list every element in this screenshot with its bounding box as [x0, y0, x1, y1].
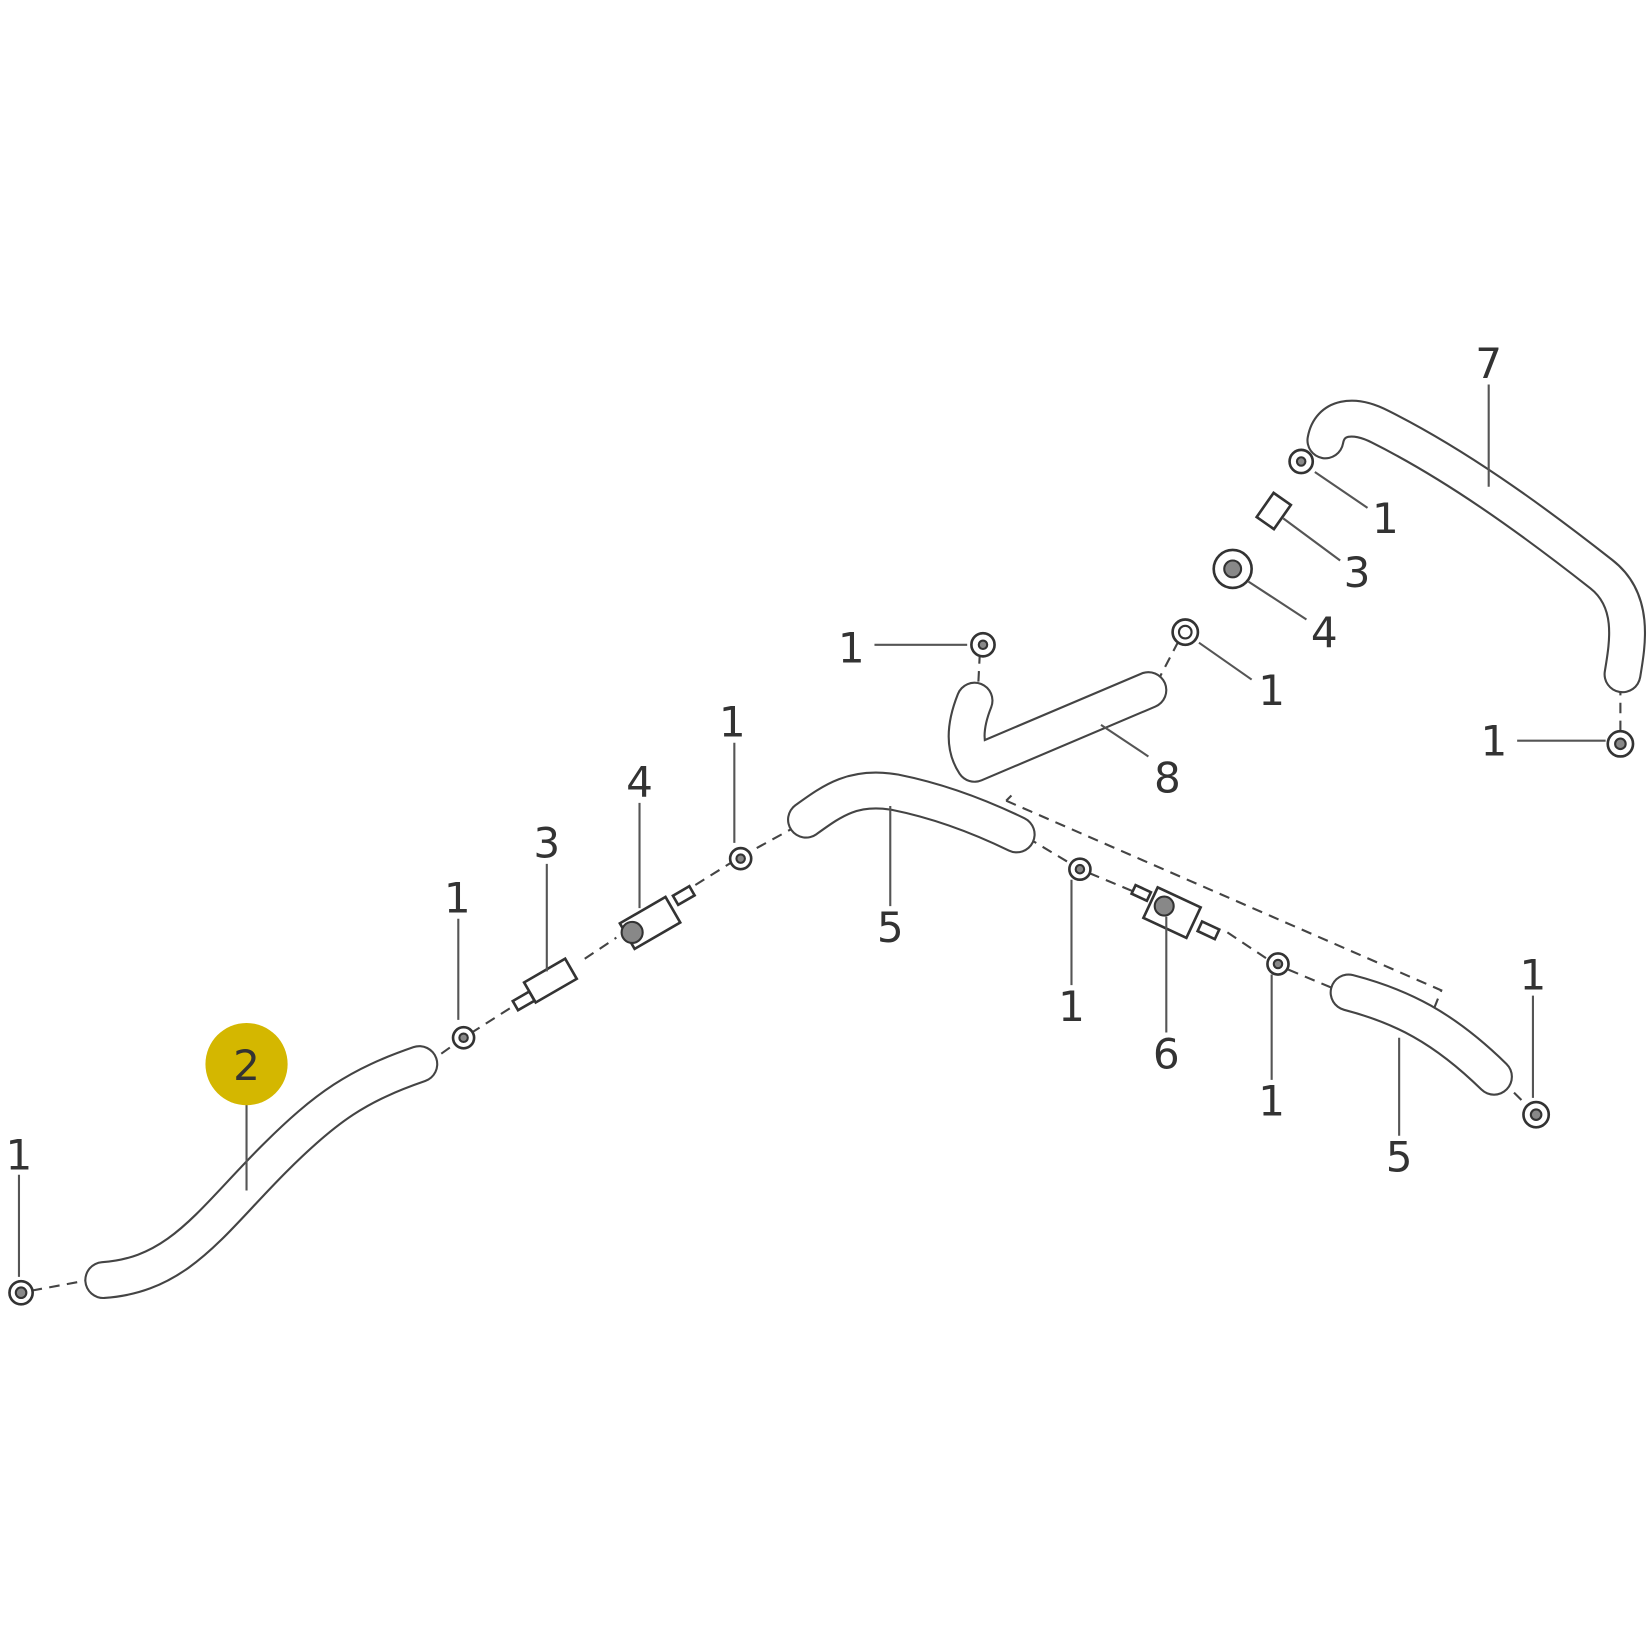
callout-1[interactable]: 1 [1258, 666, 1285, 715]
callout-1[interactable]: 1 [1520, 950, 1547, 999]
hose-5-lower[interactable] [1329, 973, 1513, 1096]
callout-7[interactable]: 7 [1475, 339, 1502, 388]
clamp-icon[interactable] [1606, 729, 1635, 758]
connector-3-lower[interactable] [510, 956, 579, 1012]
callout-5[interactable]: 5 [877, 903, 904, 952]
callout-2[interactable]: 2 [233, 1041, 260, 1090]
clamp-icon[interactable] [1266, 952, 1290, 976]
clamp-icon[interactable] [970, 631, 996, 658]
valve-6[interactable] [1129, 883, 1222, 941]
callout-1[interactable]: 1 [1372, 494, 1399, 543]
clamp-icon[interactable] [451, 1025, 476, 1050]
hose-8[interactable] [947, 671, 1168, 783]
clamp-icon[interactable] [728, 846, 753, 871]
clamp-icon[interactable] [1288, 448, 1315, 475]
clamp-icon[interactable] [1522, 1100, 1551, 1129]
hose-2[interactable] [84, 1045, 439, 1300]
clamp-icon[interactable] [8, 1279, 34, 1306]
leader-lines [17, 384, 1606, 1277]
callout-1[interactable]: 1 [6, 1130, 33, 1179]
connector-3-upper[interactable] [1254, 491, 1293, 531]
clamp-icon[interactable] [1068, 857, 1092, 882]
hose-5-upper[interactable] [787, 771, 1036, 854]
callout-4[interactable]: 4 [626, 758, 653, 807]
callout-4[interactable]: 4 [1311, 608, 1338, 657]
callout-1[interactable]: 1 [444, 873, 471, 922]
callout-3[interactable]: 3 [533, 819, 560, 868]
valve-4-upper[interactable] [1212, 548, 1253, 590]
highlight-circle [205, 1023, 288, 1106]
hose-7[interactable] [1306, 399, 1646, 694]
callout-6[interactable]: 6 [1153, 1029, 1180, 1078]
callout-1[interactable]: 1 [719, 697, 746, 746]
callout-1[interactable]: 1 [838, 624, 865, 673]
callout-3[interactable]: 3 [1344, 548, 1371, 597]
callout-5[interactable]: 5 [1386, 1133, 1413, 1182]
callout-8[interactable]: 8 [1154, 753, 1181, 802]
callout-1[interactable]: 1 [1058, 982, 1085, 1031]
clamp-icon[interactable] [1171, 618, 1200, 647]
callouts: 1 2 1 3 4 1 5 1 6 1 5 1 1 1 8 1 7 1 3 4 [6, 339, 1547, 1181]
valve-4-lower[interactable] [618, 884, 697, 951]
callout-1[interactable]: 1 [1481, 716, 1508, 765]
callout-1[interactable]: 1 [1258, 1077, 1285, 1126]
clamps [8, 448, 1635, 1306]
